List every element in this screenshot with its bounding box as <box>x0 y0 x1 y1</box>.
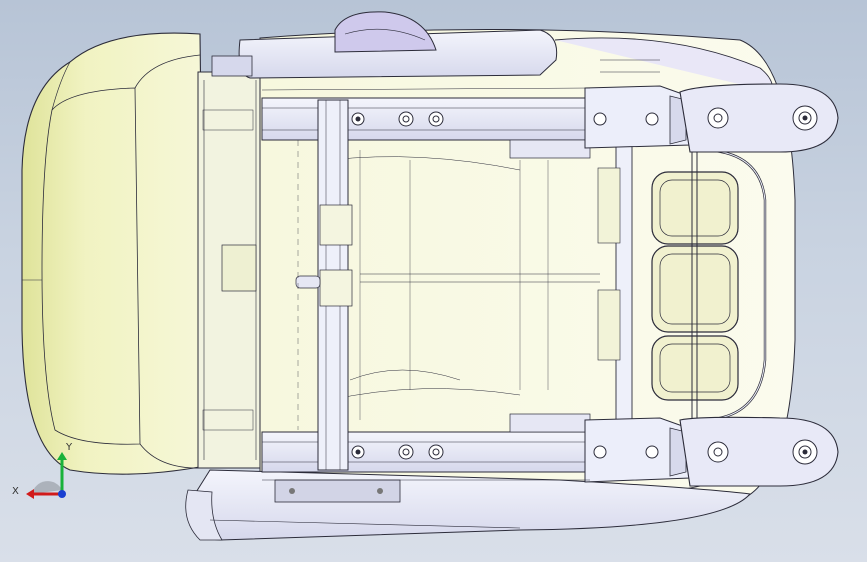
recliner-hinge-plate[interactable] <box>197 71 263 469</box>
frame-detail-lines <box>261 59 660 481</box>
lower-track-mount-bracket[interactable] <box>584 416 839 487</box>
y-axis-label: Y <box>66 442 73 453</box>
upper-seat-track[interactable] <box>261 97 593 159</box>
backrest-cushion[interactable] <box>21 32 206 475</box>
upper-track-mount-bracket[interactable] <box>584 83 839 153</box>
coordinate-triad: X Y <box>10 438 80 508</box>
bottom-adjust-lever[interactable] <box>185 469 752 541</box>
front-lever-housing[interactable] <box>211 11 558 79</box>
x-axis-label: X <box>12 486 19 497</box>
suspension-spring-mat[interactable] <box>597 148 767 422</box>
lower-seat-track[interactable] <box>261 413 593 473</box>
